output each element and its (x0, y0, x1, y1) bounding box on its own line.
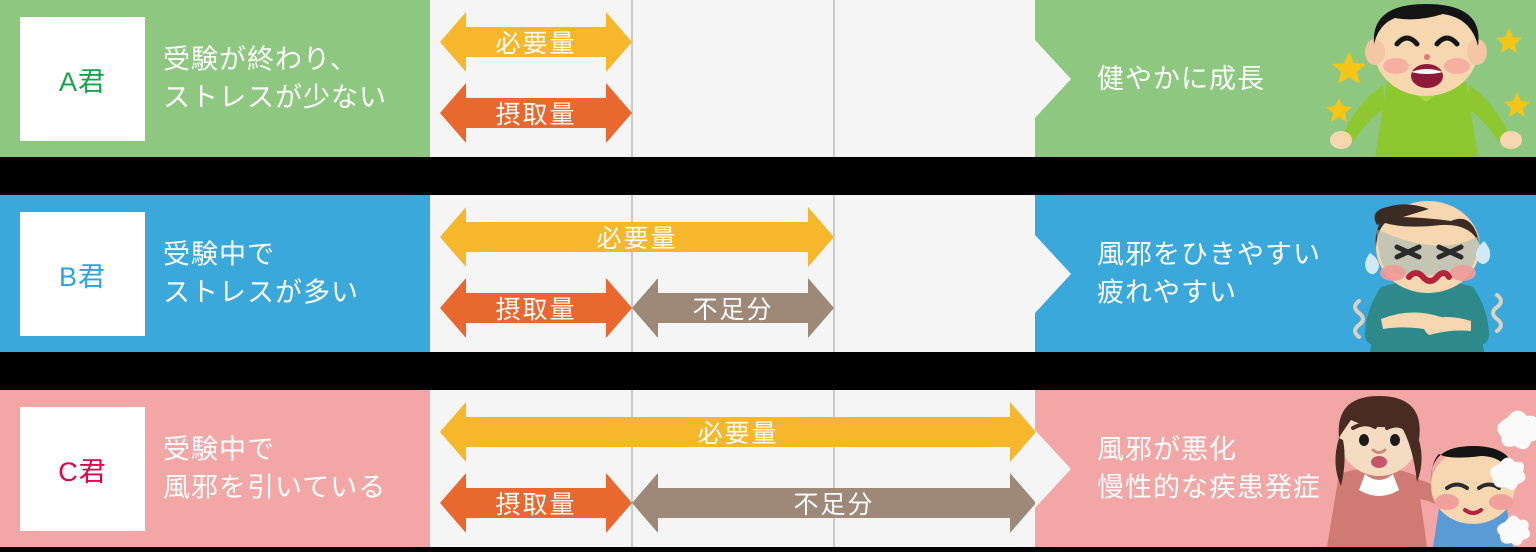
row-c-shortage-bar: 不足分 (632, 473, 1036, 533)
row-c-result-text: 風邪が悪化 慢性的な疾患発症 (1097, 434, 1321, 503)
row-c-chart-area: 必要量 摂取量 不足分 (430, 390, 1036, 547)
row-c-id-box: C君 (20, 407, 145, 531)
row-c-condition-text: 受験中で 風邪を引いている (163, 434, 387, 503)
row-b-bars: 必要量 摂取量 不足分 (430, 195, 1035, 352)
row-b-left-panel: B君 受験中で ストレスが多い (0, 195, 430, 352)
happy-boy-icon (1321, 0, 1536, 157)
gridline-2 (833, 0, 835, 157)
row-b: B君 受験中で ストレスが多い 必要量 摂取量 (0, 195, 1536, 352)
row-c: C君 受験中で 風邪を引いている 必要量 摂取量 (0, 390, 1536, 547)
gridline-1 (631, 0, 633, 157)
row-a-left-panel: A君 受験が終わり、 ストレスが少ない (0, 0, 430, 157)
row-a-id-label: A君 (58, 66, 106, 97)
row-c-left-panel: C君 受験中で 風邪を引いている (0, 390, 430, 547)
row-a-bars: 必要量 摂取量 (430, 0, 1035, 157)
row-b-result-text: 風邪をひきやすい 疲れやすい (1097, 239, 1321, 308)
row-c-chevron-icon (1035, 429, 1071, 508)
row-c-id-label: C君 (58, 456, 107, 487)
gridline-1 (631, 390, 633, 547)
row-b-chevron-icon (1035, 234, 1071, 313)
row-b-right-panel: 風邪をひきやすい 疲れやすい (1035, 195, 1536, 352)
row-c-intake-bar: 摂取量 (440, 473, 632, 533)
row-c-bars: 必要量 摂取量 不足分 (430, 390, 1036, 547)
mother-and-sick-boy-icon (1321, 390, 1536, 547)
row-a-need-bar: 必要量 (440, 12, 632, 72)
row-a-chart-area: 必要量 摂取量 (430, 0, 1035, 157)
row-c-need-bar: 必要量 (440, 402, 1036, 462)
row-b-id-box: B君 (20, 212, 145, 336)
gridline-2 (833, 390, 835, 547)
row-a-result-text: 健やかに成長 (1097, 63, 1265, 94)
row-b-intake-bar: 摂取量 (440, 278, 632, 338)
row-a: A君 受験が終わり、 ストレスが少ない 必要量 摂取量 (0, 0, 1536, 157)
row-a-chevron-icon (1035, 39, 1071, 118)
row-b-id-label: B君 (58, 261, 106, 292)
sick-boy-icon (1321, 195, 1536, 352)
row-b-condition-text: 受験中で ストレスが多い (163, 239, 359, 308)
row-b-need-bar: 必要量 (440, 207, 834, 267)
gridline-1 (631, 195, 633, 352)
row-a-id-box: A君 (20, 17, 145, 141)
gridline-2 (833, 195, 835, 352)
row-b-shortage-bar: 不足分 (632, 278, 834, 338)
row-a-right-panel: 健やかに成長 (1035, 0, 1536, 157)
row-c-right-panel: 風邪が悪化 慢性的な疾患発症 (1035, 390, 1536, 547)
row-b-chart-area: 必要量 摂取量 不足分 (430, 195, 1035, 352)
row-a-intake-bar: 摂取量 (440, 83, 632, 143)
row-a-condition-text: 受験が終わり、 ストレスが少ない (163, 44, 387, 113)
